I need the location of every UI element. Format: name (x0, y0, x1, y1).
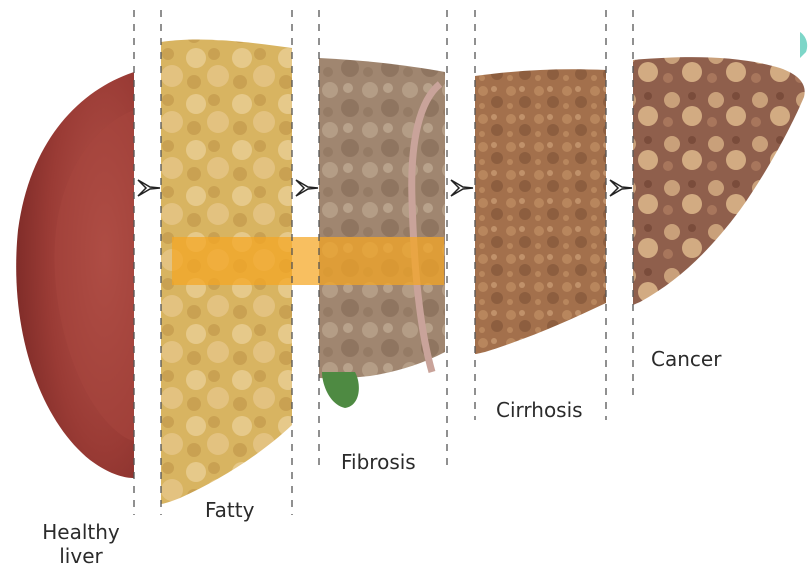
stage-label-cirrhosis: Cirrhosis (496, 398, 583, 422)
highlight-band (172, 237, 444, 285)
chevron-arrow-icon (451, 180, 473, 196)
stage-label-cancer: Cancer (651, 347, 721, 371)
decorative-corner-shape (800, 32, 807, 58)
stage-label-fibrosis: Fibrosis (341, 450, 416, 474)
stage-label-fatty: Fatty (205, 498, 254, 522)
fibrosis-liver-shape (319, 58, 445, 408)
cirrhosis-liver-shape (475, 69, 606, 354)
chevron-arrow-icon (610, 180, 632, 196)
chevron-arrow-icon (296, 180, 318, 196)
healthy-liver-shape (16, 72, 134, 478)
cancer-liver-shape (633, 57, 805, 305)
gallbladder-shape (322, 372, 359, 408)
stage-label-healthy: Healthy liver (38, 520, 124, 568)
chevron-arrow-icon (138, 180, 160, 196)
